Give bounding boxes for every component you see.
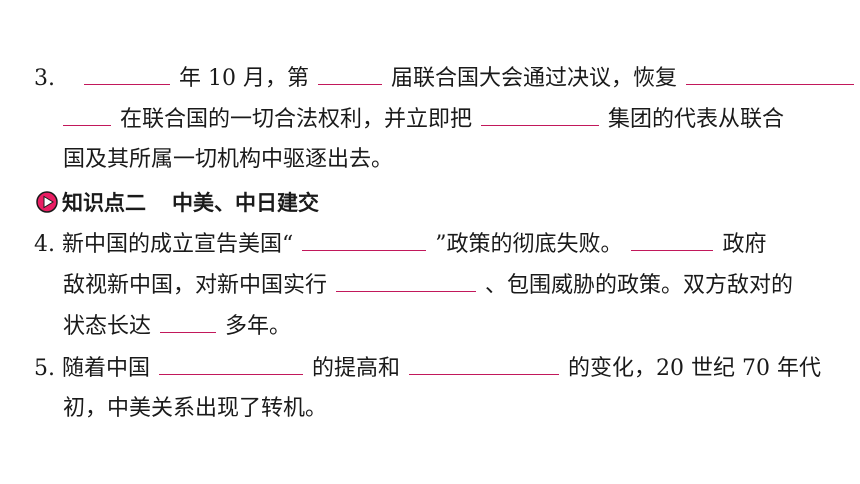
answer-blank-q5-status[interactable] <box>158 350 303 375</box>
section-title: 中美、中日建交 <box>172 191 319 215</box>
section-prefix: 知识点二 <box>62 191 146 215</box>
question-4-line-1: 4. 新中国的成立宣告美国“ ”政策的彻底失败。 政府 <box>34 226 836 262</box>
answer-blank-q3-restore-cont[interactable] <box>63 101 111 126</box>
answer-blank-q3-restore[interactable] <box>686 60 854 85</box>
answer-blank-q4-policy[interactable] <box>302 226 427 251</box>
answer-blank-q4-government[interactable] <box>631 226 714 251</box>
question-3-text: 在联合国的一切合法权利，并立即把 <box>120 107 473 132</box>
question-4-text: ”政策的彻底失败。 <box>435 232 623 257</box>
play-icon <box>36 191 58 213</box>
question-3-text: 年 10 月，第 <box>179 66 309 91</box>
question-4-text: 、包围威胁的政策。双方敌对的 <box>485 273 794 298</box>
question-5-text: 的提高和 <box>311 356 400 381</box>
question-3-line-3: 国及其所属一切机构中驱逐出去。 <box>63 142 836 178</box>
question-3-line-1: 3. 年 10 月，第 届联合国大会通过决议，恢复 <box>34 60 854 96</box>
question-4-line-2: 敌视新中国，对新中国实行 、包围威胁的政策。双方敌对的 <box>63 267 836 303</box>
question-4-line-3: 状态长达 多年。 <box>63 308 836 344</box>
question-5-text: 的变化，20 世纪 70 年代 <box>568 356 821 381</box>
question-5-line-2: 初，中美关系出现了转机。 <box>63 391 836 427</box>
question-5-text: 5. 随着中国 <box>34 356 150 381</box>
question-4-text: 多年。 <box>225 314 292 339</box>
question-4-text: 敌视新中国，对新中国实行 <box>63 273 328 298</box>
question-4-text: 政府 <box>722 232 767 257</box>
question-5-line-1: 5. 随着中国 的提高和 的变化，20 世纪 70 年代 <box>34 350 836 386</box>
answer-blank-q5-situation[interactable] <box>409 350 559 375</box>
question-4-text: 状态长达 <box>63 314 152 339</box>
question-5-text: 初，中美关系出现了转机。 <box>63 396 328 421</box>
question-4-text: 4. 新中国的成立宣告美国“ <box>34 232 294 257</box>
answer-blank-q4-policy-type[interactable] <box>336 267 477 292</box>
question-3-number: 3. <box>34 66 55 91</box>
question-3-line-2: 在联合国的一切合法权利，并立即把 集团的代表从联合 <box>63 101 836 137</box>
question-3-text: 国及其所属一切机构中驱逐出去。 <box>63 147 394 172</box>
answer-blank-q3-group[interactable] <box>481 101 600 126</box>
answer-blank-q3-year[interactable] <box>84 60 170 85</box>
question-3-text: 届联合国大会通过决议，恢复 <box>390 66 677 91</box>
section-heading: 知识点二 中美、中日建交 <box>36 186 319 220</box>
answer-blank-q3-session[interactable] <box>317 60 382 85</box>
answer-blank-q4-years[interactable] <box>160 308 217 333</box>
question-3-text: 集团的代表从联合 <box>608 107 785 132</box>
